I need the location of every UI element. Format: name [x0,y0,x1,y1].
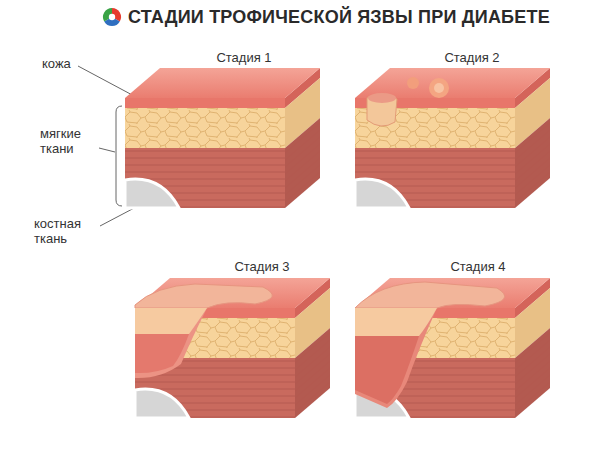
tissue-block [355,278,550,418]
title: СТАДИИ ТРОФИЧЕСКОЙ ЯЗВЫ ПРИ ДИАБЕТЕ [128,6,550,28]
leader-line [99,148,115,152]
ulcer-wall [135,308,207,378]
bracket [116,106,122,206]
stage-label: Стадия 2 [444,50,499,65]
leader-line [78,66,136,97]
tissue-block [135,278,330,418]
ulcer-wall [355,308,437,408]
part-label: костная ткань [34,216,102,246]
ulcer-crater [355,282,505,308]
stage-label: Стадия 4 [450,259,505,274]
logo [103,8,121,26]
part-label: кожа [42,56,71,71]
stage-label: Стадия 1 [216,50,271,65]
tissue-block [125,68,320,208]
stage-label: Стадия 3 [234,259,289,274]
part-label: мягкие ткани [40,126,102,156]
ulcer-spot [429,78,449,98]
tissue-block [355,68,550,208]
ulcer-crater [135,284,272,308]
ulcer-spot [407,77,419,89]
